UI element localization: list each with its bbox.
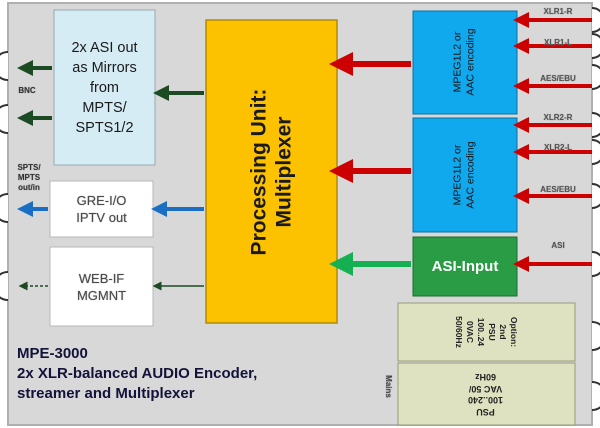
psu-option-line-1: Option: bbox=[509, 316, 520, 348]
asi-out-line-5: SPTS1/2 bbox=[75, 119, 134, 136]
ethernet-connector-left-2 bbox=[0, 271, 9, 301]
asi-out-label: 2x ASI out as Mirrors from MPTS/ SPTS1/2 bbox=[54, 10, 155, 165]
encoder-2-block bbox=[412, 117, 518, 233]
asi-out-line-1: 2x ASI out bbox=[71, 39, 138, 56]
bnc-connector-left-1 bbox=[0, 51, 9, 81]
xlr2-l-connector bbox=[591, 139, 600, 165]
spts-mpts-line-1: SPTS/ bbox=[17, 163, 41, 172]
encoder-1-block bbox=[412, 10, 518, 115]
asi-out-line-2: as Mirrors bbox=[72, 59, 137, 76]
bnc-port-label: BNC bbox=[18, 85, 36, 95]
psu-option-block bbox=[397, 302, 576, 362]
web-mgmt-line-1: WEB-IF bbox=[78, 270, 125, 286]
psu-option-line-5: 0VAC bbox=[465, 320, 476, 344]
psu-option-line-6: 50/60Hz bbox=[454, 316, 465, 348]
asi-input-block bbox=[412, 236, 518, 297]
xlr1-r-port-label: XLR1-R bbox=[543, 7, 573, 16]
spts-mpts-line-2: MPTS bbox=[17, 173, 41, 182]
bnc-connector-left-2 bbox=[0, 104, 9, 134]
encoder-1-line-2: AAC encoding bbox=[465, 28, 478, 96]
gre-iptv-label: GRE-I/O IPTV out bbox=[50, 181, 153, 237]
gre-iptv-line-2: IPTV out bbox=[76, 210, 127, 225]
spts-mpts-line-3: out/in bbox=[18, 183, 40, 192]
xlr1-l-connector bbox=[591, 33, 600, 59]
aes-ebu-1-connector bbox=[591, 64, 600, 90]
asi-out-block bbox=[53, 9, 156, 166]
aes-ebu-2-connector bbox=[591, 183, 600, 209]
encoder-2-line-1: MPEG1L2 or bbox=[452, 144, 465, 206]
device-description-line-1: 2x XLR-balanced AUDIO Encoder, bbox=[17, 365, 258, 382]
psu-main-line-3: VAC 50/ bbox=[469, 384, 503, 394]
device-description: MPE-3000 2x XLR-balanced AUDIO Encoder, … bbox=[17, 344, 387, 404]
psu-main-block bbox=[397, 362, 576, 426]
processing-unit-block bbox=[205, 19, 338, 324]
web-mgmt-block bbox=[49, 246, 154, 327]
spts-mpts-port-label: SPTS/ MPTS out/in bbox=[6, 160, 52, 196]
asi-input-connector bbox=[591, 251, 600, 277]
asi-out-line-4: MPTS/ bbox=[82, 99, 127, 116]
psu-option-line-2: 2nd bbox=[498, 324, 509, 340]
gre-iptv-line-1: GRE-I/O bbox=[76, 193, 127, 208]
web-mgmt-line-2: MGMNT bbox=[76, 287, 127, 303]
psu-option-connector bbox=[591, 321, 600, 351]
psu-option-line-4: 100..24 bbox=[476, 317, 487, 347]
asi-input-label: ASI-Input bbox=[431, 258, 499, 275]
psu-main-line-4: 60Hz bbox=[475, 372, 497, 383]
psu-main-line-2: 100..240 bbox=[468, 395, 504, 406]
asi-out-line-3: from bbox=[90, 79, 119, 96]
xlr2-r-port-label: XLR2-R bbox=[543, 113, 573, 122]
xlr2-l-port-label: XLR2-L bbox=[544, 143, 572, 152]
processing-line-1: Processing Unit: bbox=[247, 88, 270, 256]
xlr2-r-connector bbox=[591, 112, 600, 138]
device-description-line-2: streamer and Multiplexer bbox=[17, 385, 195, 402]
device-model: MPE-3000 bbox=[17, 345, 88, 362]
psu-option-line-3: PSU bbox=[487, 323, 498, 341]
psu-main-connector bbox=[591, 381, 600, 411]
encoder-1-line-1: MPEG1L2 or bbox=[452, 31, 465, 93]
aes-ebu-1-port-label: AES/EBU bbox=[540, 74, 576, 83]
processing-line-2: Multiplexer bbox=[272, 116, 295, 228]
encoder-2-line-2: AAC encoding bbox=[465, 141, 478, 209]
xlr1-l-port-label: XLR1-L bbox=[544, 38, 572, 47]
web-mgmt-label: WEB-IF MGMNT bbox=[50, 247, 153, 326]
psu-main-line-1: PSU bbox=[476, 407, 496, 417]
gre-iptv-block bbox=[49, 180, 154, 238]
aes-ebu-2-port-label: AES/EBU bbox=[540, 185, 576, 194]
ethernet-connector-left-1 bbox=[0, 193, 9, 223]
xlr1-r-connector bbox=[591, 7, 600, 33]
asi-port-label: ASI bbox=[551, 241, 565, 250]
